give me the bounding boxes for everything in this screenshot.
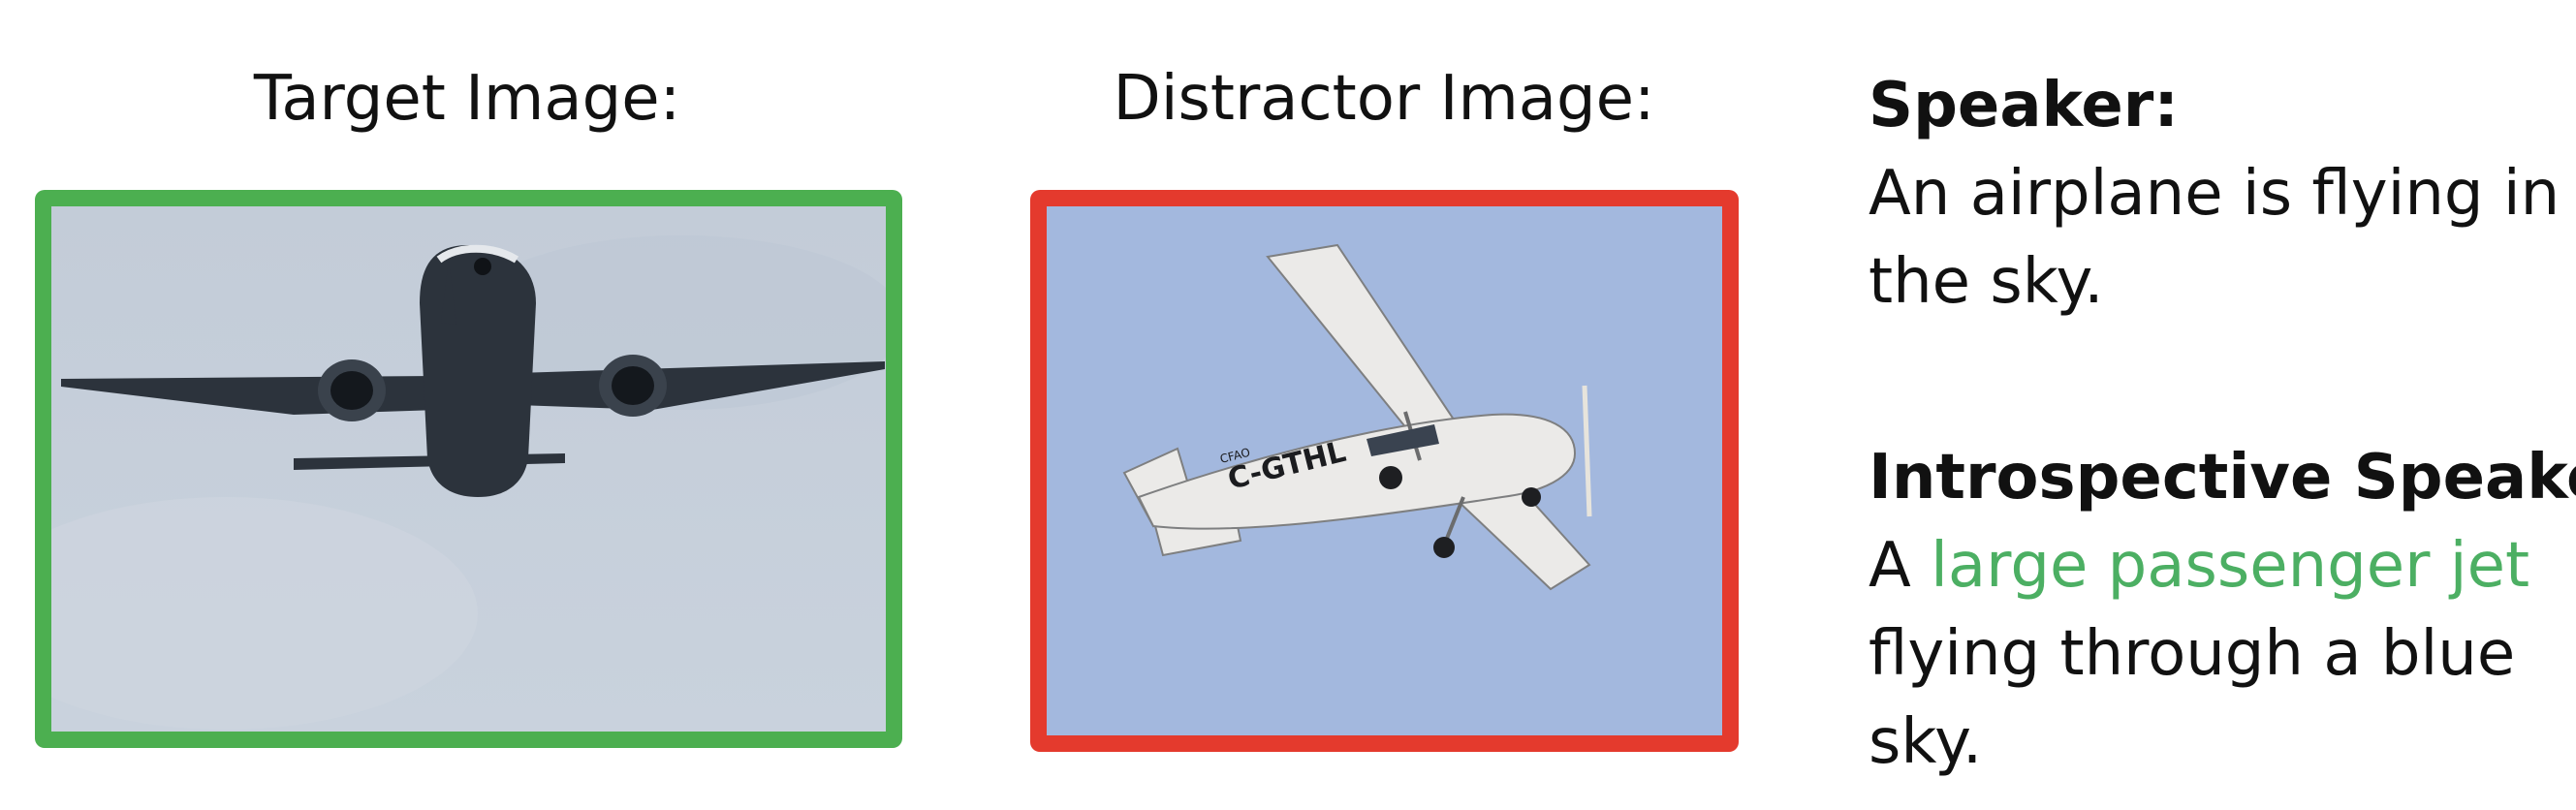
caption-prefix: A <box>1869 530 1911 602</box>
target-image-frame <box>35 190 902 748</box>
introspective-speaker-heading: Introspective Speaker: <box>1869 442 2576 514</box>
introspective-speaker-caption: A large passenger jet flying through a b… <box>1869 522 2566 787</box>
speaker-block: Speaker: An airplane is flying in the sk… <box>1869 62 2566 327</box>
passenger-jet-image <box>51 206 886 732</box>
distractor-image-title: Distractor Image: <box>1113 63 1655 135</box>
introspective-speaker-block: Introspective Speaker: A large passenger… <box>1869 434 2576 787</box>
speaker-caption: An airplane is flying in the sky. <box>1869 158 2560 318</box>
speaker-heading: Speaker: <box>1869 70 2179 141</box>
caption-highlight: large passenger jet <box>1931 530 2530 602</box>
cessna-airplane-image: C-GTHL CFAO <box>1047 206 1722 735</box>
caption-suffix: flying through a blue sky. <box>1869 618 2516 778</box>
distractor-image-frame: C-GTHL CFAO <box>1030 190 1739 752</box>
target-image-title: Target Image: <box>253 63 681 135</box>
